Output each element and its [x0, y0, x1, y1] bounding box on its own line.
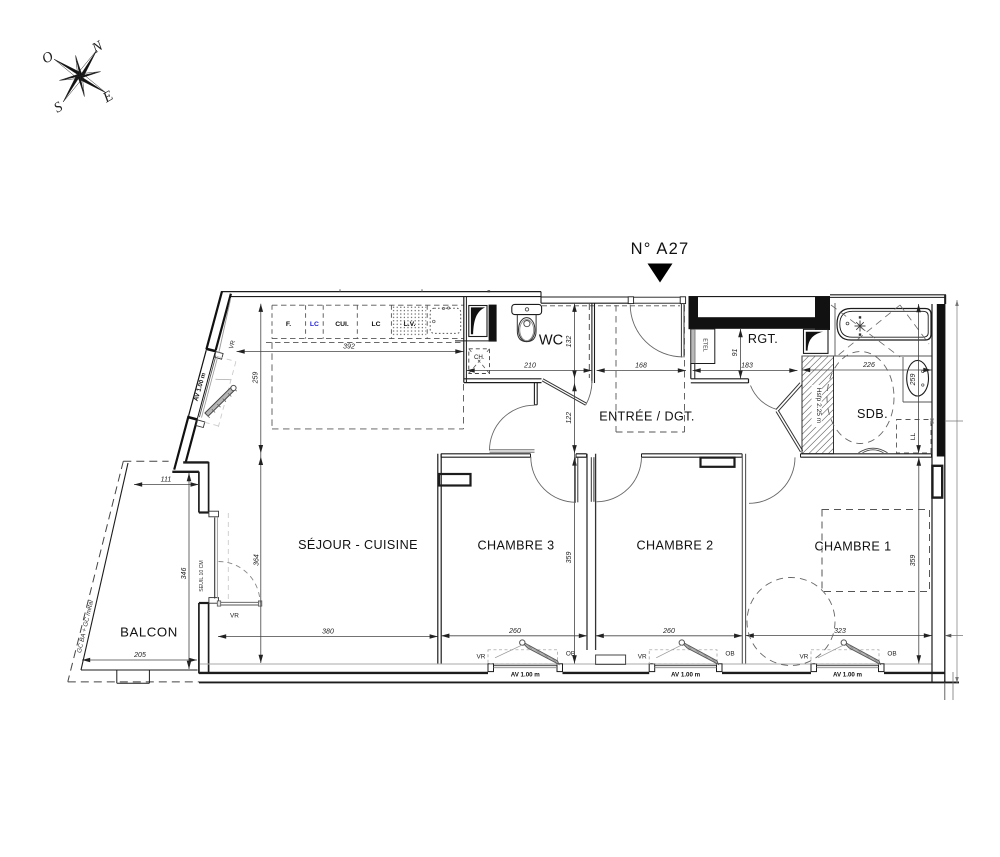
svg-text:OB: OB	[887, 650, 896, 657]
svg-text:VR: VR	[228, 339, 237, 350]
svg-text:N° A27: N° A27	[631, 240, 690, 258]
svg-text:CUI.: CUI.	[335, 321, 349, 328]
svg-text:359: 359	[910, 555, 917, 567]
svg-text:CHAMBRE 2: CHAMBRE 2	[636, 539, 713, 553]
svg-text:LL: LL	[910, 433, 917, 441]
svg-text:359: 359	[566, 552, 573, 564]
svg-text:LC: LC	[310, 321, 319, 328]
svg-text:AV 1.00 m: AV 1.00 m	[833, 672, 863, 679]
svg-text:259: 259	[253, 372, 260, 385]
svg-text:BALCON: BALCON	[120, 625, 178, 640]
svg-text:CHAMBRE 3: CHAMBRE 3	[477, 539, 554, 553]
svg-text:210: 210	[523, 363, 536, 370]
svg-text:226: 226	[862, 362, 875, 369]
svg-text:91: 91	[732, 349, 739, 357]
svg-text:380: 380	[322, 629, 334, 636]
svg-text:CHAMBRE 1: CHAMBRE 1	[814, 540, 891, 554]
svg-text:VR: VR	[638, 653, 647, 660]
svg-text:AV 1.00 m: AV 1.00 m	[511, 672, 541, 679]
svg-text:F.: F.	[286, 321, 291, 328]
svg-text:259: 259	[910, 374, 917, 387]
svg-text:122: 122	[566, 412, 573, 424]
svg-text:AV 1.00 m: AV 1.00 m	[671, 672, 701, 679]
svg-text:392: 392	[343, 344, 355, 351]
svg-text:111: 111	[161, 477, 172, 484]
svg-text:Hsfp 2.25 m: Hsfp 2.25 m	[815, 388, 822, 424]
svg-text:260: 260	[662, 628, 675, 635]
svg-text:LC: LC	[371, 321, 380, 328]
svg-text:ETEL: ETEL	[701, 338, 707, 351]
svg-text:OB: OB	[566, 650, 575, 657]
svg-text:323: 323	[834, 628, 846, 635]
svg-text:SEUIL 10 CM: SEUIL 10 CM	[199, 560, 205, 592]
svg-text:205: 205	[133, 652, 146, 659]
svg-text:OB: OB	[725, 650, 734, 657]
svg-text:183: 183	[741, 363, 753, 370]
svg-text:WC: WC	[539, 332, 563, 348]
svg-text:VR: VR	[477, 653, 486, 660]
svg-text:ENTRÉE / DGT.: ENTRÉE / DGT.	[599, 409, 694, 424]
svg-text:132: 132	[566, 336, 573, 348]
svg-text:364: 364	[254, 554, 261, 566]
svg-text:260: 260	[508, 628, 521, 635]
svg-text:346: 346	[181, 568, 188, 580]
svg-text:RGT.: RGT.	[748, 332, 778, 346]
svg-text:VR: VR	[800, 653, 809, 660]
svg-text:VR: VR	[230, 613, 239, 620]
svg-text:SÉJOUR - CUISINE: SÉJOUR - CUISINE	[298, 537, 418, 552]
svg-text:CH.: CH.	[474, 354, 485, 361]
svg-text:168: 168	[635, 363, 647, 370]
svg-text:SDB.: SDB.	[857, 407, 888, 421]
